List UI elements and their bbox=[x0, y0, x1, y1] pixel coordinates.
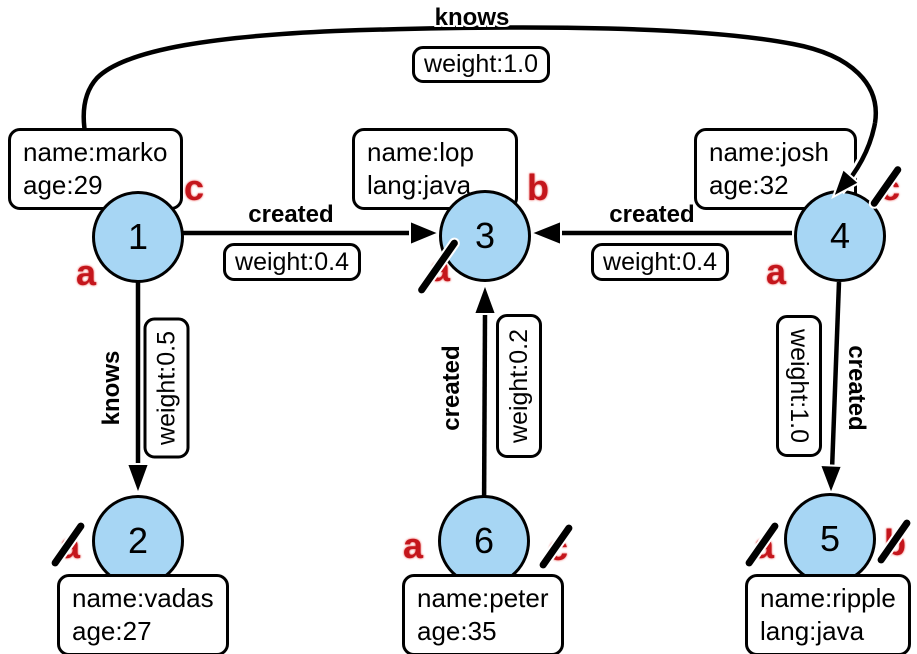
vertex-id: 1 bbox=[127, 216, 149, 257]
property-line: age:35 bbox=[417, 616, 497, 646]
property-line: age:27 bbox=[72, 616, 152, 646]
vertex-2-circle: 2 bbox=[92, 495, 184, 587]
weight-badge-knows-top: weight:1.0 bbox=[412, 46, 550, 83]
edge-created-4-5-line bbox=[829, 281, 842, 471]
property-line: name:peter bbox=[417, 583, 549, 613]
vertex-id: 3 bbox=[474, 215, 496, 256]
arrowhead-into-3-bottom bbox=[472, 281, 498, 315]
arrowhead-into-5 bbox=[818, 463, 844, 497]
edge-label-created-left: created bbox=[248, 201, 334, 228]
partition-letter-v4-a: a bbox=[765, 251, 787, 292]
weight-badge-created-left: weight:0.4 bbox=[223, 243, 361, 281]
property-line: name:ripple bbox=[760, 583, 896, 613]
vertex-5-properties: name:ripple lang:java bbox=[745, 574, 911, 654]
edge-label-knows-top: knows bbox=[434, 4, 510, 31]
arrowhead-into-3-left bbox=[409, 219, 442, 247]
vertex-1-circle: 1 bbox=[92, 191, 184, 283]
edge-label-created-right: created bbox=[609, 201, 695, 228]
vertex-2-properties: name:vadas age:27 bbox=[57, 574, 229, 654]
partition-letter-v3-b: b bbox=[527, 167, 549, 208]
vertex-id: 4 bbox=[829, 215, 851, 256]
property-line: age:29 bbox=[23, 170, 103, 200]
vertex-id: 5 bbox=[819, 518, 841, 559]
vertex-3-properties: name:lop lang:java bbox=[352, 128, 518, 210]
vertex-6-circle: 6 bbox=[438, 495, 530, 587]
edge-knows-1-4-curve bbox=[81, 25, 879, 215]
property-line: age:32 bbox=[709, 170, 789, 200]
property-line: name:lop bbox=[367, 137, 474, 167]
vertex-id: 2 bbox=[127, 520, 149, 561]
partition-letter-v1-a: a bbox=[75, 252, 97, 293]
property-line: lang:java bbox=[367, 170, 472, 200]
property-line: name:vadas bbox=[72, 583, 214, 613]
property-line: name:marko bbox=[23, 137, 168, 167]
vertex-id: 6 bbox=[473, 520, 495, 561]
property-line: name:josh bbox=[709, 137, 829, 167]
weight-value: weight:0.4 bbox=[235, 247, 349, 276]
weight-badge-created-right: weight:0.4 bbox=[591, 243, 729, 281]
property-line: lang:java bbox=[760, 616, 865, 646]
arrowhead-into-2 bbox=[125, 463, 151, 497]
partition-letter-v6-a: a bbox=[402, 525, 424, 566]
arrowhead-into-3-right bbox=[528, 219, 562, 247]
weight-value: weight:1.0 bbox=[424, 50, 538, 78]
partition-letter-v1-c: c bbox=[183, 167, 205, 208]
weight-value: weight:0.4 bbox=[603, 247, 717, 276]
vertex-3-circle: 3 bbox=[439, 190, 531, 282]
edge-created-6-3-line bbox=[481, 313, 488, 519]
vertex-5-circle: 5 bbox=[784, 493, 876, 585]
arrowhead-into-4 bbox=[831, 167, 861, 200]
